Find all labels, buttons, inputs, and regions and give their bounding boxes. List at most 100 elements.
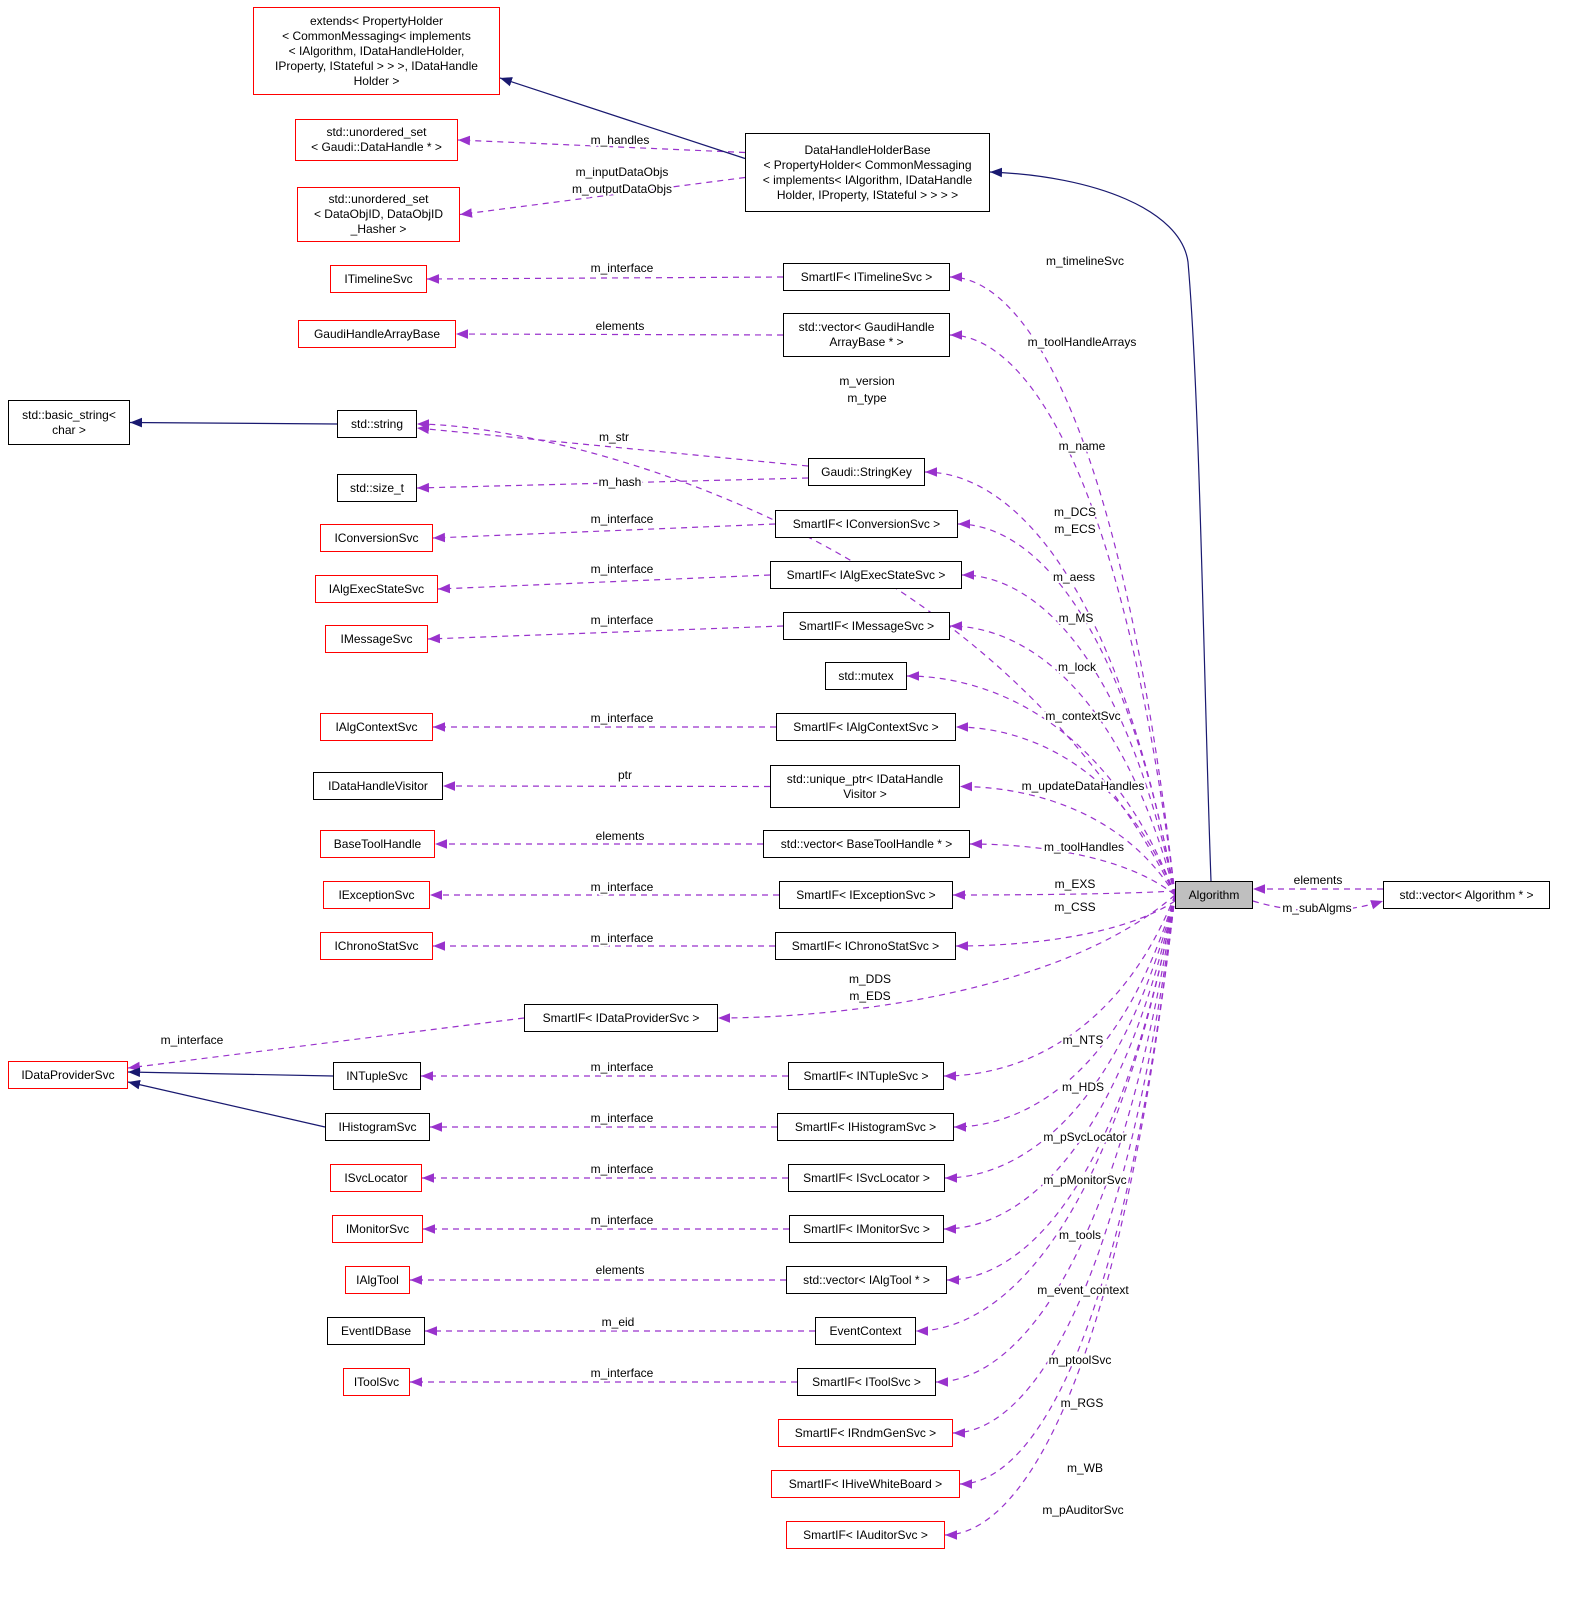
node-s_iconversion[interactable]: SmartIF< IConversionSvc > [775,510,958,538]
node-s_ihisto[interactable]: SmartIF< IHistogramSvc > [777,1113,954,1141]
edge-algorithm-s_intuple [943,894,1176,1081]
node-uptr_idhv[interactable]: std::unique_ptr< IDataHandle Visitor > [770,765,960,808]
node-ialgcontextsvc[interactable]: IAlgContextSvc [320,713,433,741]
node-eventidbase[interactable]: EventIDBase [327,1317,425,1345]
edge-algorithm-s_iaes [961,570,1176,896]
edge-dhhb-uset_objid [459,176,746,218]
edge-s_imsg-imessagesvc [427,625,784,644]
node-ihistogramsvc[interactable]: IHistogramSvc [325,1113,430,1141]
node-algorithm[interactable]: Algorithm [1175,881,1253,909]
edge-algorithm-s_ichrono [955,900,1176,951]
edge-label: m_toolHandleArrays [1028,335,1137,349]
edge-label: m_interface [591,1162,654,1176]
edge-algorithm-dhhb [989,167,1212,882]
edge-s_itimeline-itimelinesvc [426,274,784,284]
node-s_idps[interactable]: SmartIF< IDataProviderSvc > [524,1004,718,1032]
node-v_algorithm[interactable]: std::vector< Algorithm * > [1383,881,1550,909]
edge-label: m_handles [591,133,650,147]
node-iconversionsvc[interactable]: IConversionSvc [320,524,433,552]
edge-label: m_pMonitorSvc [1043,1173,1126,1187]
edge-s_iconversion-iconversionsvc [432,523,776,543]
node-s_isvcloc[interactable]: SmartIF< ISvcLocator > [788,1164,945,1192]
node-s_ialgctx[interactable]: SmartIF< IAlgContextSvc > [776,713,956,741]
edge-algorithm-s_iauditor [944,894,1176,1540]
edge-algorithm-v_bth [969,839,1176,896]
node-idataprovidersvc[interactable]: IDataProviderSvc [8,1061,128,1089]
node-mutex[interactable]: std::mutex [825,662,907,690]
edge-std_string-basic_string [129,417,338,428]
node-itoolsvc[interactable]: IToolSvc [343,1368,410,1396]
node-ialgtool[interactable]: IAlgTool [345,1266,410,1294]
edge-label: m_event_context [1037,1283,1129,1297]
edge-label: m_aess [1053,570,1095,584]
node-std_string[interactable]: std::string [337,410,417,438]
edge-uptr_idhv-idatahandlevisitor [442,781,771,791]
edge-label: m_type [847,391,887,405]
node-s_ihwb[interactable]: SmartIF< IHiveWhiteBoard > [771,1470,960,1498]
edge-label: m_inputDataObjs [576,165,669,179]
node-s_imonitor[interactable]: SmartIF< IMonitorSvc > [789,1215,944,1243]
node-dhhb[interactable]: DataHandleHolderBase < PropertyHolder< C… [745,133,990,212]
node-idatahandlevisitor[interactable]: IDataHandleVisitor [313,772,443,800]
node-stringkey[interactable]: Gaudi::StringKey [808,458,925,486]
edge-label: m_CSS [1054,900,1095,914]
node-gaudihandlearraybase[interactable]: GaudiHandleArrayBase [298,320,456,348]
edge-s_iaes-ialgexecstatesvc [437,574,771,594]
edge-label: m_interface [591,1111,654,1125]
node-basic_string[interactable]: std::basic_string< char > [8,400,130,445]
node-v_ghab[interactable]: std::vector< GaudiHandle ArrayBase * > [783,313,950,357]
edge-label: m_name [1059,439,1106,453]
edge-label: m_pAuditorSvc [1042,1503,1123,1517]
node-s_iexc[interactable]: SmartIF< IExceptionSvc > [779,881,953,909]
node-uset_handle[interactable]: std::unordered_set < Gaudi::DataHandle *… [295,119,458,161]
edge-dhhb-uset_handle [457,135,746,154]
edge-label: elements [596,829,645,843]
node-s_imsg[interactable]: SmartIF< IMessageSvc > [783,612,950,640]
node-s_itoolsvc[interactable]: SmartIF< IToolSvc > [797,1368,936,1396]
edge-algorithm-v_ghab [949,330,1176,896]
edge-label: m_str [599,430,629,444]
edge-label: m_interface [161,1033,224,1047]
edge-algorithm-s_ihisto [953,894,1176,1132]
edge-label: m_EDS [849,989,890,1003]
node-s_irndm[interactable]: SmartIF< IRndmGenSvc > [778,1419,953,1447]
edge-v_ghab-gaudihandlearraybase [455,329,784,339]
edge-algorithm-s_imonitor [943,894,1176,1234]
edge-algorithm-s_iconversion [957,519,1176,896]
edge-algorithm-uptr_idhv [959,781,1176,896]
node-basetoolhandle[interactable]: BaseToolHandle [320,830,435,858]
node-s_ichrono[interactable]: SmartIF< IChronoStatSvc > [775,932,956,960]
node-imessagesvc[interactable]: IMessageSvc [325,625,428,653]
edge-label: m_toolHandles [1044,840,1124,854]
edge-algorithm-s_isvcloc [944,894,1176,1183]
edge-algorithm-v_ialgtool [946,894,1176,1285]
edge-label: m_interface [591,562,654,576]
edge-ihistogramsvc-idataprovidersvc [127,1079,326,1128]
node-s_iauditor[interactable]: SmartIF< IAuditorSvc > [786,1521,945,1549]
node-size_t[interactable]: std::size_t [337,474,417,502]
edge-algorithm-eventcontext [915,894,1176,1336]
node-isvclocator[interactable]: ISvcLocator [330,1164,422,1192]
node-v_ialgtool[interactable]: std::vector< IAlgTool * > [786,1266,947,1294]
edge-label: m_interface [591,1366,654,1380]
edge-label: m_interface [591,613,654,627]
node-itimelinesvc[interactable]: ITimelineSvc [330,265,427,293]
node-s_intuple[interactable]: SmartIF< INTupleSvc > [788,1062,944,1090]
node-intuplesvc[interactable]: INTupleSvc [333,1062,421,1090]
edge-label: m_DCS [1054,505,1096,519]
node-ichronostatsvc[interactable]: IChronoStatSvc [320,932,433,960]
node-s_itimeline[interactable]: SmartIF< ITimelineSvc > [783,263,950,291]
node-ialgexecstatesvc[interactable]: IAlgExecStateSvc [315,575,438,603]
node-uset_objid[interactable]: std::unordered_set < DataObjID, DataObjI… [297,187,460,242]
node-eventcontext[interactable]: EventContext [815,1317,916,1345]
edge-s_idps-idataprovidersvc [127,1017,525,1072]
node-extends[interactable]: extends< PropertyHolder < CommonMessagin… [253,7,500,95]
node-v_bth[interactable]: std::vector< BaseToolHandle * > [763,830,970,858]
node-imonitorsvc[interactable]: IMonitorSvc [332,1215,423,1243]
edge-label: m_HDS [1062,1080,1104,1094]
node-iexceptionsvc[interactable]: IExceptionSvc [323,881,430,909]
edge-label: ptr [618,768,632,782]
edge-intuplesvc-idataprovidersvc [127,1067,334,1078]
node-s_iaes[interactable]: SmartIF< IAlgExecStateSvc > [770,561,962,589]
